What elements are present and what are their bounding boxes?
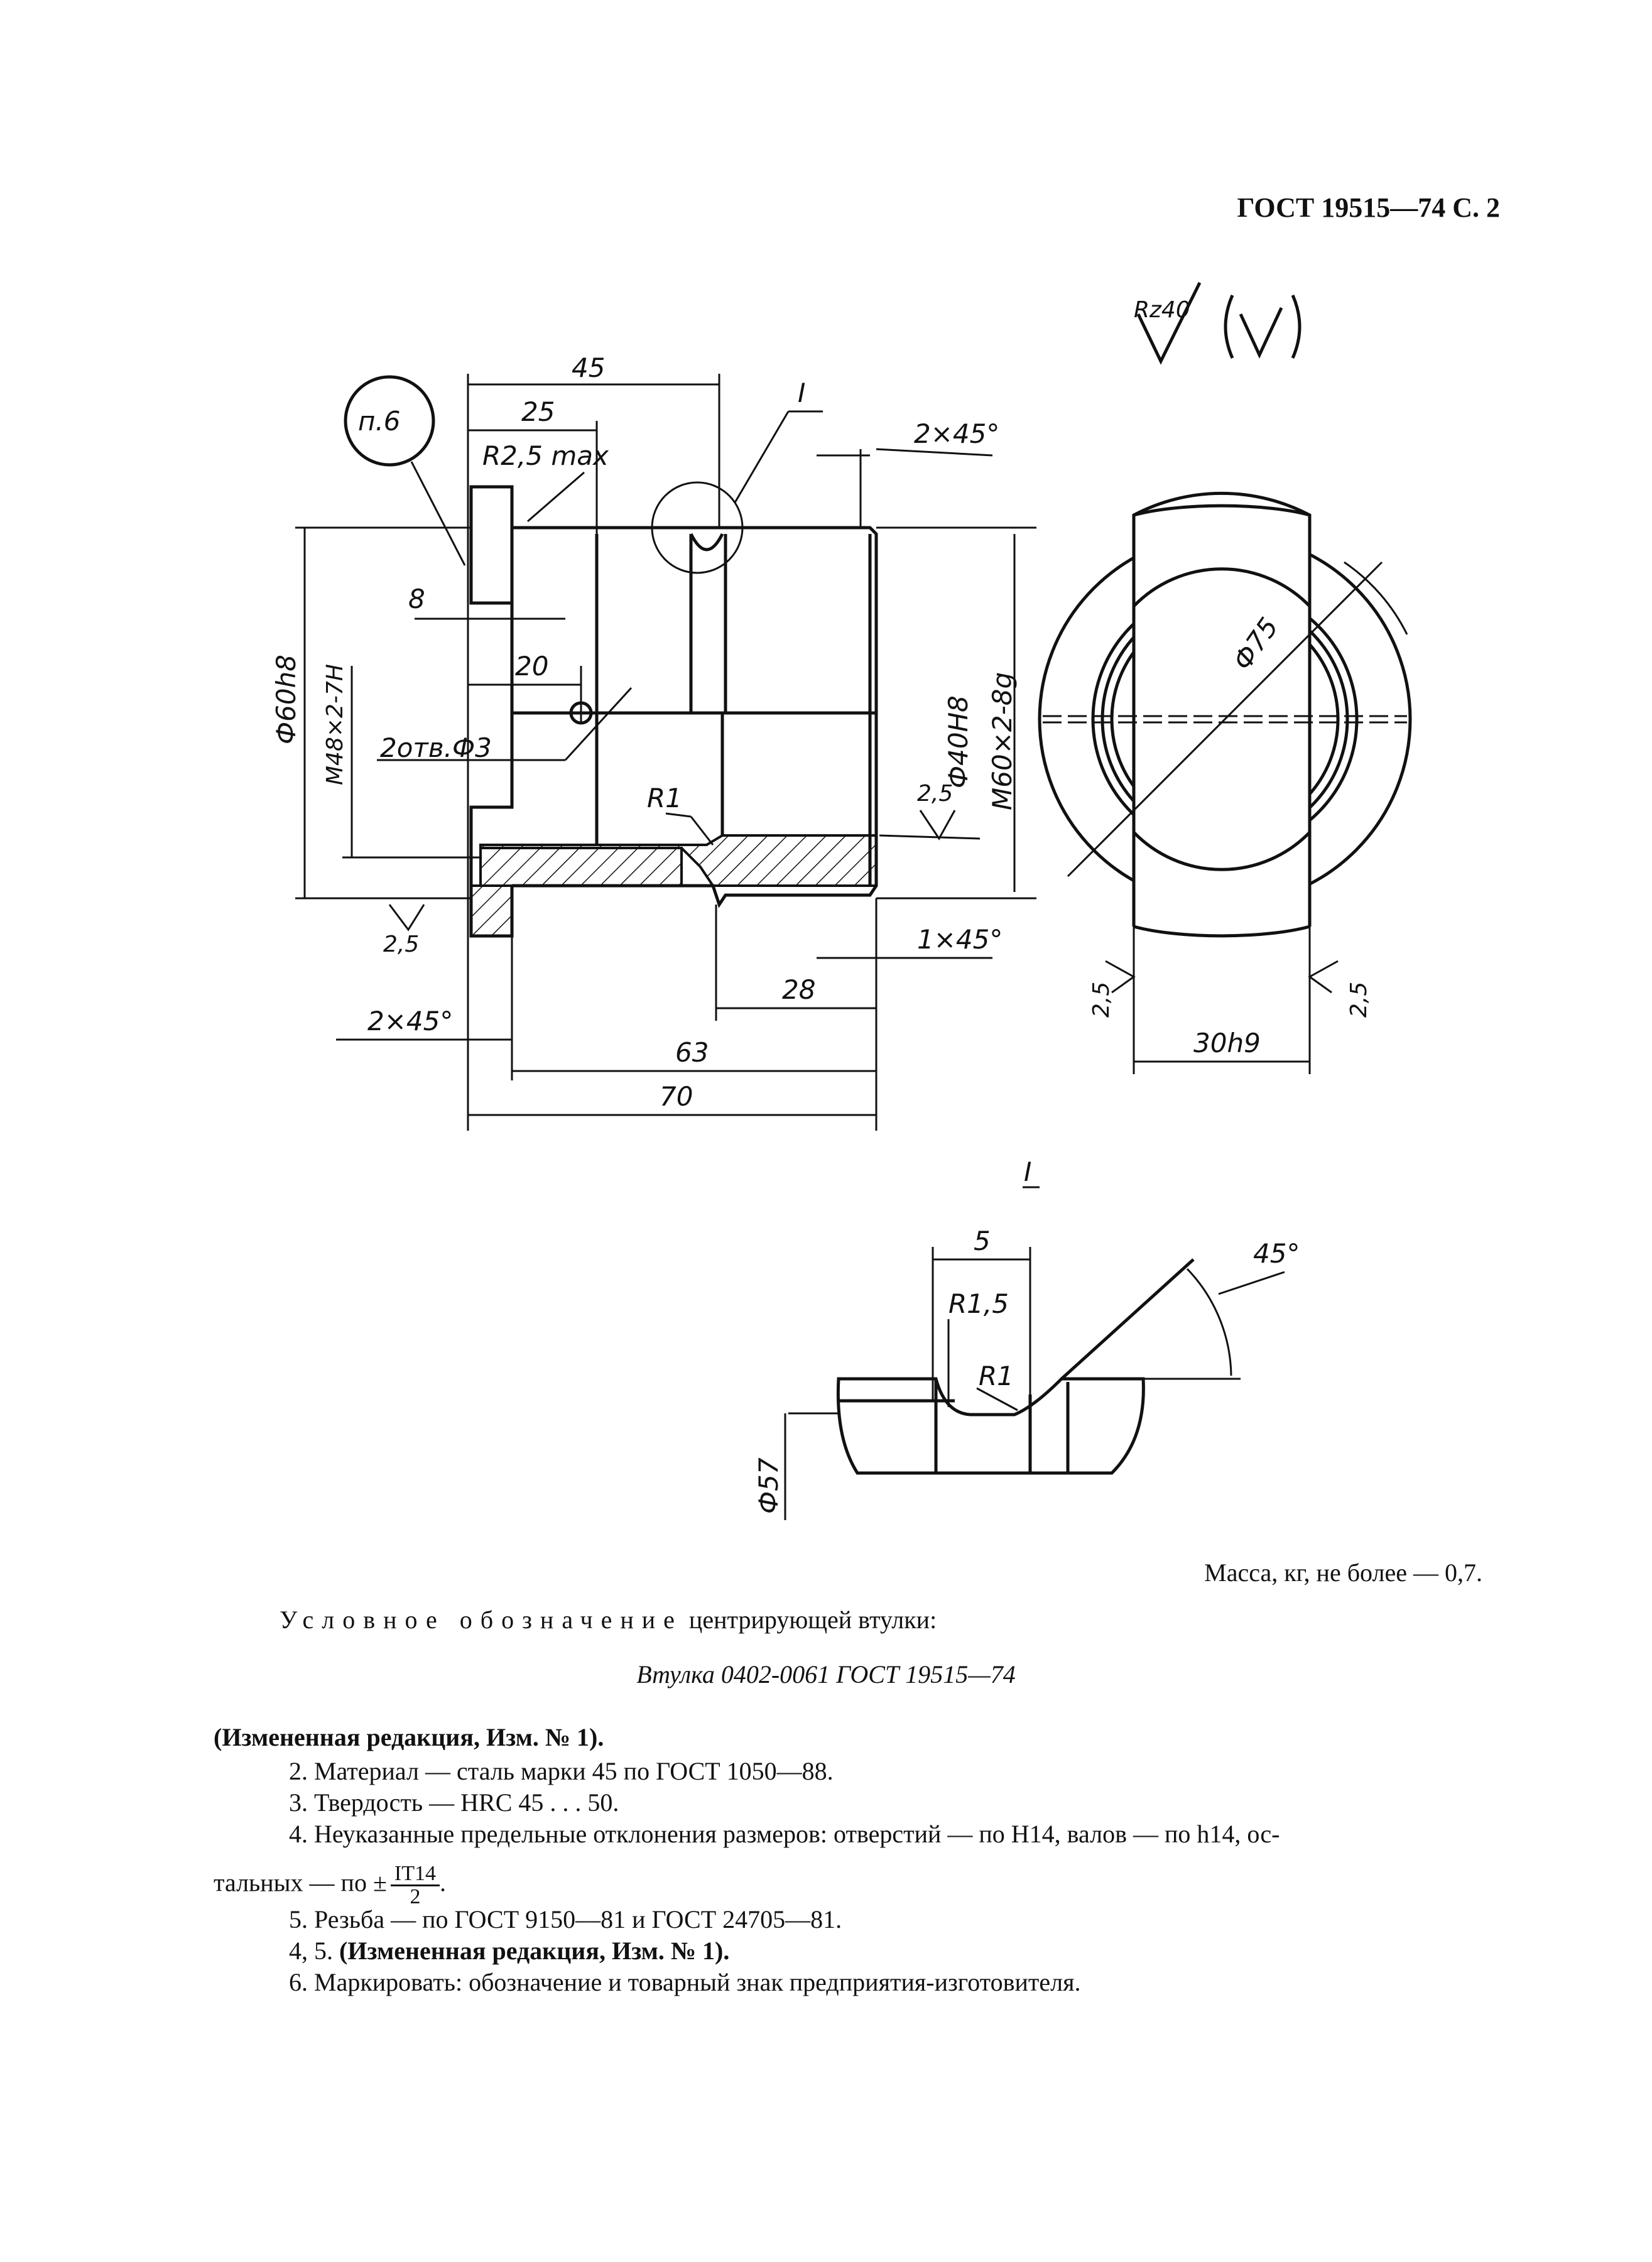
svg-text:Ф57: Ф57 bbox=[753, 1457, 784, 1514]
svg-text:30h9: 30h9 bbox=[1193, 1028, 1261, 1058]
svg-text:2,5: 2,5 bbox=[917, 781, 953, 807]
svg-text:I: I bbox=[1024, 1156, 1031, 1187]
svg-text:R2,5 max: R2,5 max bbox=[482, 440, 609, 471]
side-view: Ф75 30h9 2,5 2,5 bbox=[1038, 491, 1412, 1074]
amendment-note-2: 4, 5. (Измененная редакция, Изм. № 1). bbox=[289, 1936, 729, 1966]
fraction-numerator: IT14 bbox=[390, 1863, 440, 1886]
item-material: 2. Материал — сталь марки 45 по ГОСТ 105… bbox=[289, 1757, 834, 1785]
svg-text:R1: R1 bbox=[647, 783, 682, 813]
svg-text:2отв.Ф3: 2отв.Ф3 bbox=[380, 732, 492, 763]
item-tolerances-tail: тальных — по ± bbox=[214, 1868, 387, 1897]
svg-text:28: 28 bbox=[782, 974, 815, 1005]
item-hardness: 3. Твердость — HRC 45 . . . 50. bbox=[289, 1788, 619, 1817]
svg-text:45: 45 bbox=[572, 352, 605, 383]
svg-text:45°: 45° bbox=[1253, 1238, 1300, 1269]
detail-view: I 5 R1,5 R1 45° Ф57 bbox=[753, 1156, 1300, 1520]
note-bubble: п.6 bbox=[344, 375, 466, 566]
svg-text:M60×2-8g: M60×2-8g bbox=[987, 672, 1018, 810]
designation-rest: центрирующей втулки: bbox=[682, 1606, 937, 1634]
dimensions-main: 45 25 R2,5 max 2×45° 8 20 2отв.Ф3 Ф60h8 … bbox=[271, 352, 1036, 1131]
technical-drawing: Rz40 I п.6 bbox=[271, 281, 1412, 1520]
amendment-note-1: (Измененная редакция, Изм. № 1). bbox=[214, 1723, 604, 1751]
svg-text:Ф40H8: Ф40H8 bbox=[943, 695, 974, 788]
svg-text:Ф60h8: Ф60h8 bbox=[271, 655, 302, 744]
svg-text:25: 25 bbox=[521, 396, 555, 427]
main-view: I bbox=[469, 378, 878, 938]
svg-text:2×45°: 2×45° bbox=[914, 418, 999, 449]
svg-text:п.6: п.6 bbox=[358, 406, 401, 437]
designation-heading: Условное обозначение центрирующей втулки… bbox=[280, 1605, 937, 1634]
svg-text:2,5: 2,5 bbox=[383, 932, 419, 957]
svg-text:20: 20 bbox=[515, 651, 548, 682]
item-tolerances: 4. Неуказанные предельные отклонения раз… bbox=[289, 1820, 1280, 1848]
roughness-symbol: Rz40 bbox=[1134, 281, 1301, 365]
svg-text:70: 70 bbox=[660, 1081, 693, 1112]
svg-text:1×45°: 1×45° bbox=[917, 924, 1003, 955]
mass-note: Масса, кг, не более — 0,7. bbox=[1204, 1558, 1482, 1587]
designation-spaced: Условное обозначение bbox=[280, 1606, 683, 1634]
amendment-label: (Измененная редакция, Изм. № 1). bbox=[339, 1937, 730, 1965]
item-marking: 6. Маркировать: обозначение и товарный з… bbox=[289, 1968, 1081, 1996]
svg-text:8: 8 bbox=[408, 584, 425, 614]
item-thread: 5. Резьба — по ГОСТ 9150—81 и ГОСТ 24705… bbox=[289, 1905, 842, 1933]
item-tolerances-end: . bbox=[440, 1868, 447, 1897]
svg-text:I: I bbox=[798, 378, 805, 408]
svg-text:63: 63 bbox=[675, 1037, 709, 1068]
fraction-denominator: 2 bbox=[410, 1885, 421, 1908]
svg-text:2,5: 2,5 bbox=[1346, 982, 1372, 1018]
amendment-items: 4, 5. bbox=[289, 1937, 339, 1965]
svg-text:R1,5: R1,5 bbox=[948, 1288, 1009, 1319]
designation-example: Втулка 0402-0061 ГОСТ 19515—74 bbox=[636, 1660, 1016, 1688]
svg-text:R1: R1 bbox=[979, 1361, 1014, 1391]
page-header: ГОСТ 19515—74 С. 2 bbox=[1237, 192, 1500, 223]
svg-text:5: 5 bbox=[974, 1226, 991, 1256]
svg-text:2,5: 2,5 bbox=[1089, 982, 1114, 1018]
svg-text:M48×2-7H: M48×2-7H bbox=[322, 664, 348, 785]
svg-text:2×45°: 2×45° bbox=[367, 1006, 453, 1036]
